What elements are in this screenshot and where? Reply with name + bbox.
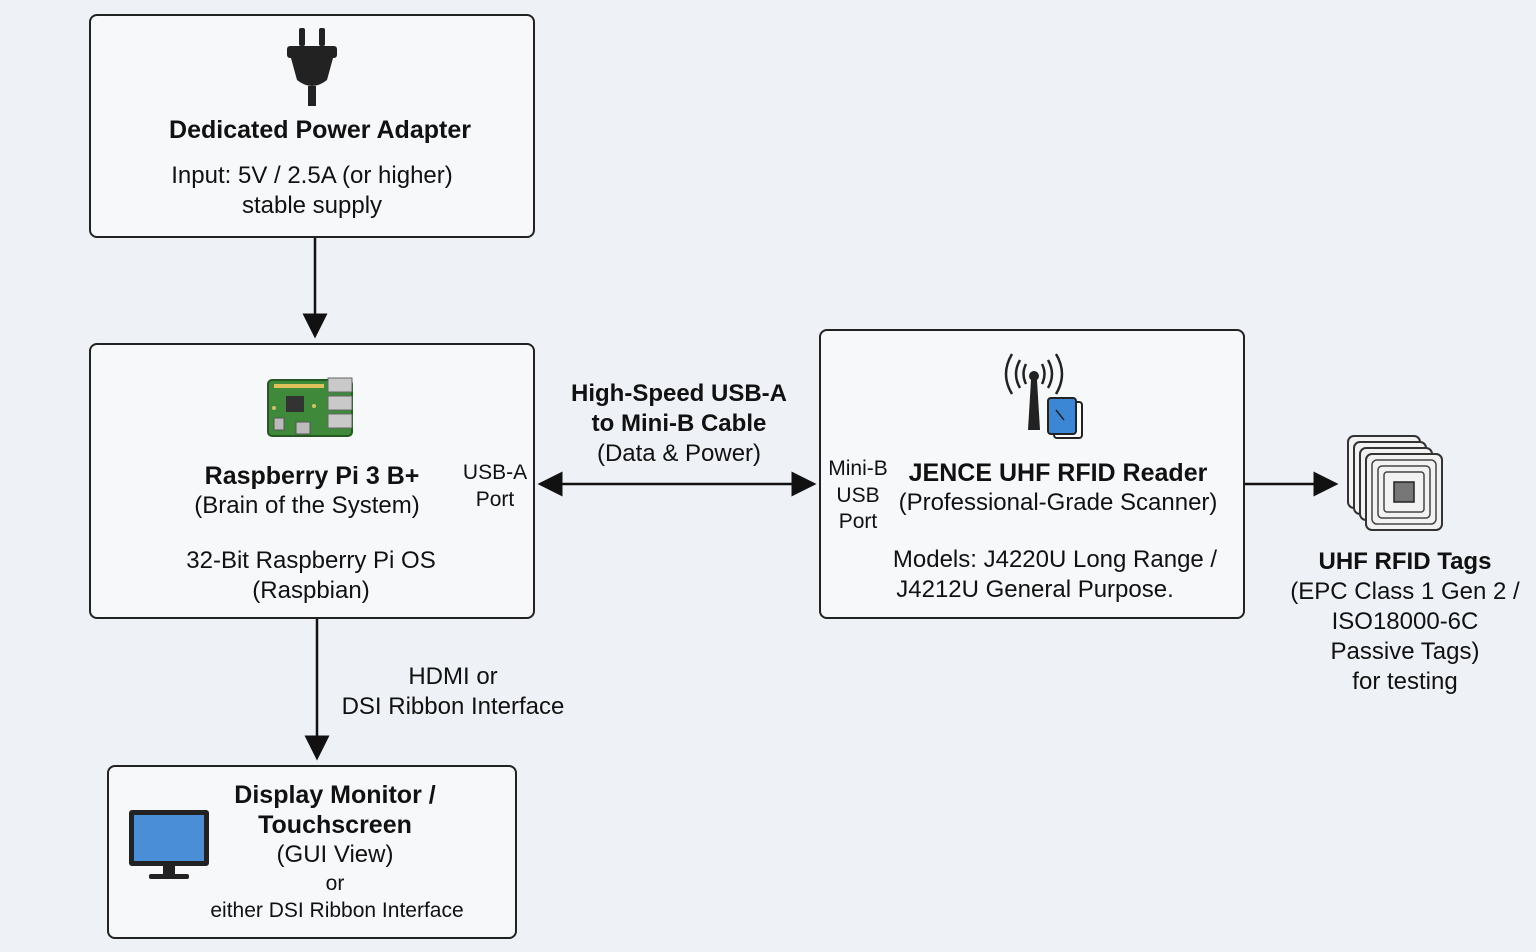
display-title-1: Display Monitor / xyxy=(234,781,436,809)
rfid-tags-title: UHF RFID Tags xyxy=(1318,548,1492,575)
rfid-reader-subtitle: (Professional-Grade Scanner) xyxy=(898,489,1218,516)
rfid-tags-line-3: Passive Tags) xyxy=(1330,638,1480,665)
display-dsi-line: either DSI Ribbon Interface xyxy=(210,899,464,922)
rfid-antenna-icon xyxy=(1004,353,1083,439)
rfid-reader-models-1: Models: J4220U Long Range / xyxy=(892,546,1218,573)
power-adapter-input: Input: 5V / 2.5A (or higher) xyxy=(171,162,453,189)
raspberry-pi-subtitle: (Brain of the System) xyxy=(194,492,420,519)
mini-b-port-label-2: USB xyxy=(836,484,880,507)
rfid-reader-title: JENCE UHF RFID Reader xyxy=(908,459,1208,487)
cable-note: (Data & Power) xyxy=(596,440,762,467)
rfid-tags-icon xyxy=(1347,435,1443,531)
cable-title-1: High-Speed USB-A xyxy=(571,380,787,407)
power-adapter-supply: stable supply xyxy=(241,192,383,219)
usb-a-port-label: USB-A xyxy=(462,461,528,484)
rfid-tags-line-2: ISO18000-6C xyxy=(1331,608,1479,635)
usb-a-port-label-2: Port xyxy=(475,488,515,511)
raspberry-pi-os-name: (Raspbian) xyxy=(252,577,370,604)
monitor-icon xyxy=(129,810,209,879)
display-gui-view: (GUI View) xyxy=(276,841,394,868)
display-title-2: Touchscreen xyxy=(258,811,412,839)
rfid-reader-models-2: J4212U General Purpose. xyxy=(896,576,1174,603)
raspberry-pi-board-icon xyxy=(267,377,353,437)
mini-b-port-label-1: Mini-B xyxy=(828,457,888,480)
cable-title-2: to Mini-B Cable xyxy=(591,410,767,437)
mini-b-port-label-3: Port xyxy=(838,510,878,533)
raspberry-pi-os: 32-Bit Raspberry Pi OS xyxy=(186,547,436,574)
display-or: or xyxy=(325,872,345,895)
raspberry-pi-title: Raspberry Pi 3 B+ xyxy=(204,462,420,490)
hdmi-link-label-1: HDMI or xyxy=(408,663,498,690)
power-plug-icon xyxy=(287,28,337,106)
rfid-tags-line-4: for testing xyxy=(1352,668,1458,695)
hdmi-link-label-2: DSI Ribbon Interface xyxy=(341,693,565,720)
rfid-tags-line-1: (EPC Class 1 Gen 2 / xyxy=(1290,578,1520,605)
power-adapter-title: Dedicated Power Adapter xyxy=(169,116,471,144)
